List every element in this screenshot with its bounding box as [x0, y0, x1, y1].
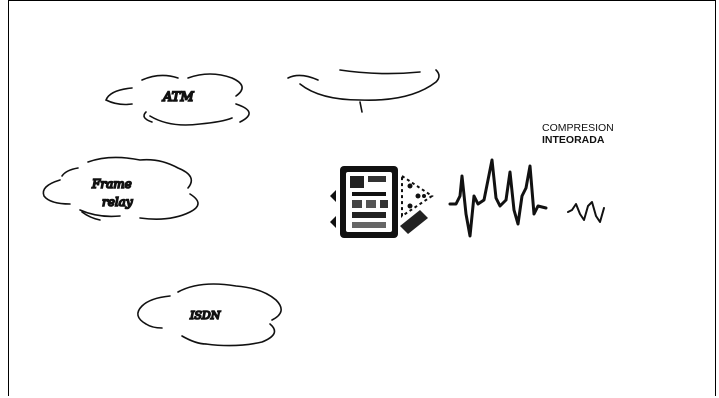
frame-relay-label-line2: relay — [102, 195, 133, 209]
atm-cloud: ATM — [106, 74, 249, 125]
large-waveform — [450, 160, 546, 236]
frame-relay-cloud: Frame relay — [43, 157, 198, 220]
atm-label: ATM — [162, 90, 194, 105]
caption-line1: COMPRESION — [542, 122, 614, 134]
small-waveform — [568, 202, 604, 222]
top-cloud — [288, 70, 439, 112]
frame-relay-label-line1: Frame — [91, 177, 132, 191]
isdn-label: ISDN — [189, 309, 221, 322]
arrow-icon — [400, 176, 432, 234]
caption-line2: INTEORADA — [542, 134, 614, 146]
compression-caption: COMPRESION INTEORADA — [542, 122, 614, 146]
isdn-cloud: ISDN — [138, 284, 281, 346]
device-icon — [330, 166, 398, 238]
